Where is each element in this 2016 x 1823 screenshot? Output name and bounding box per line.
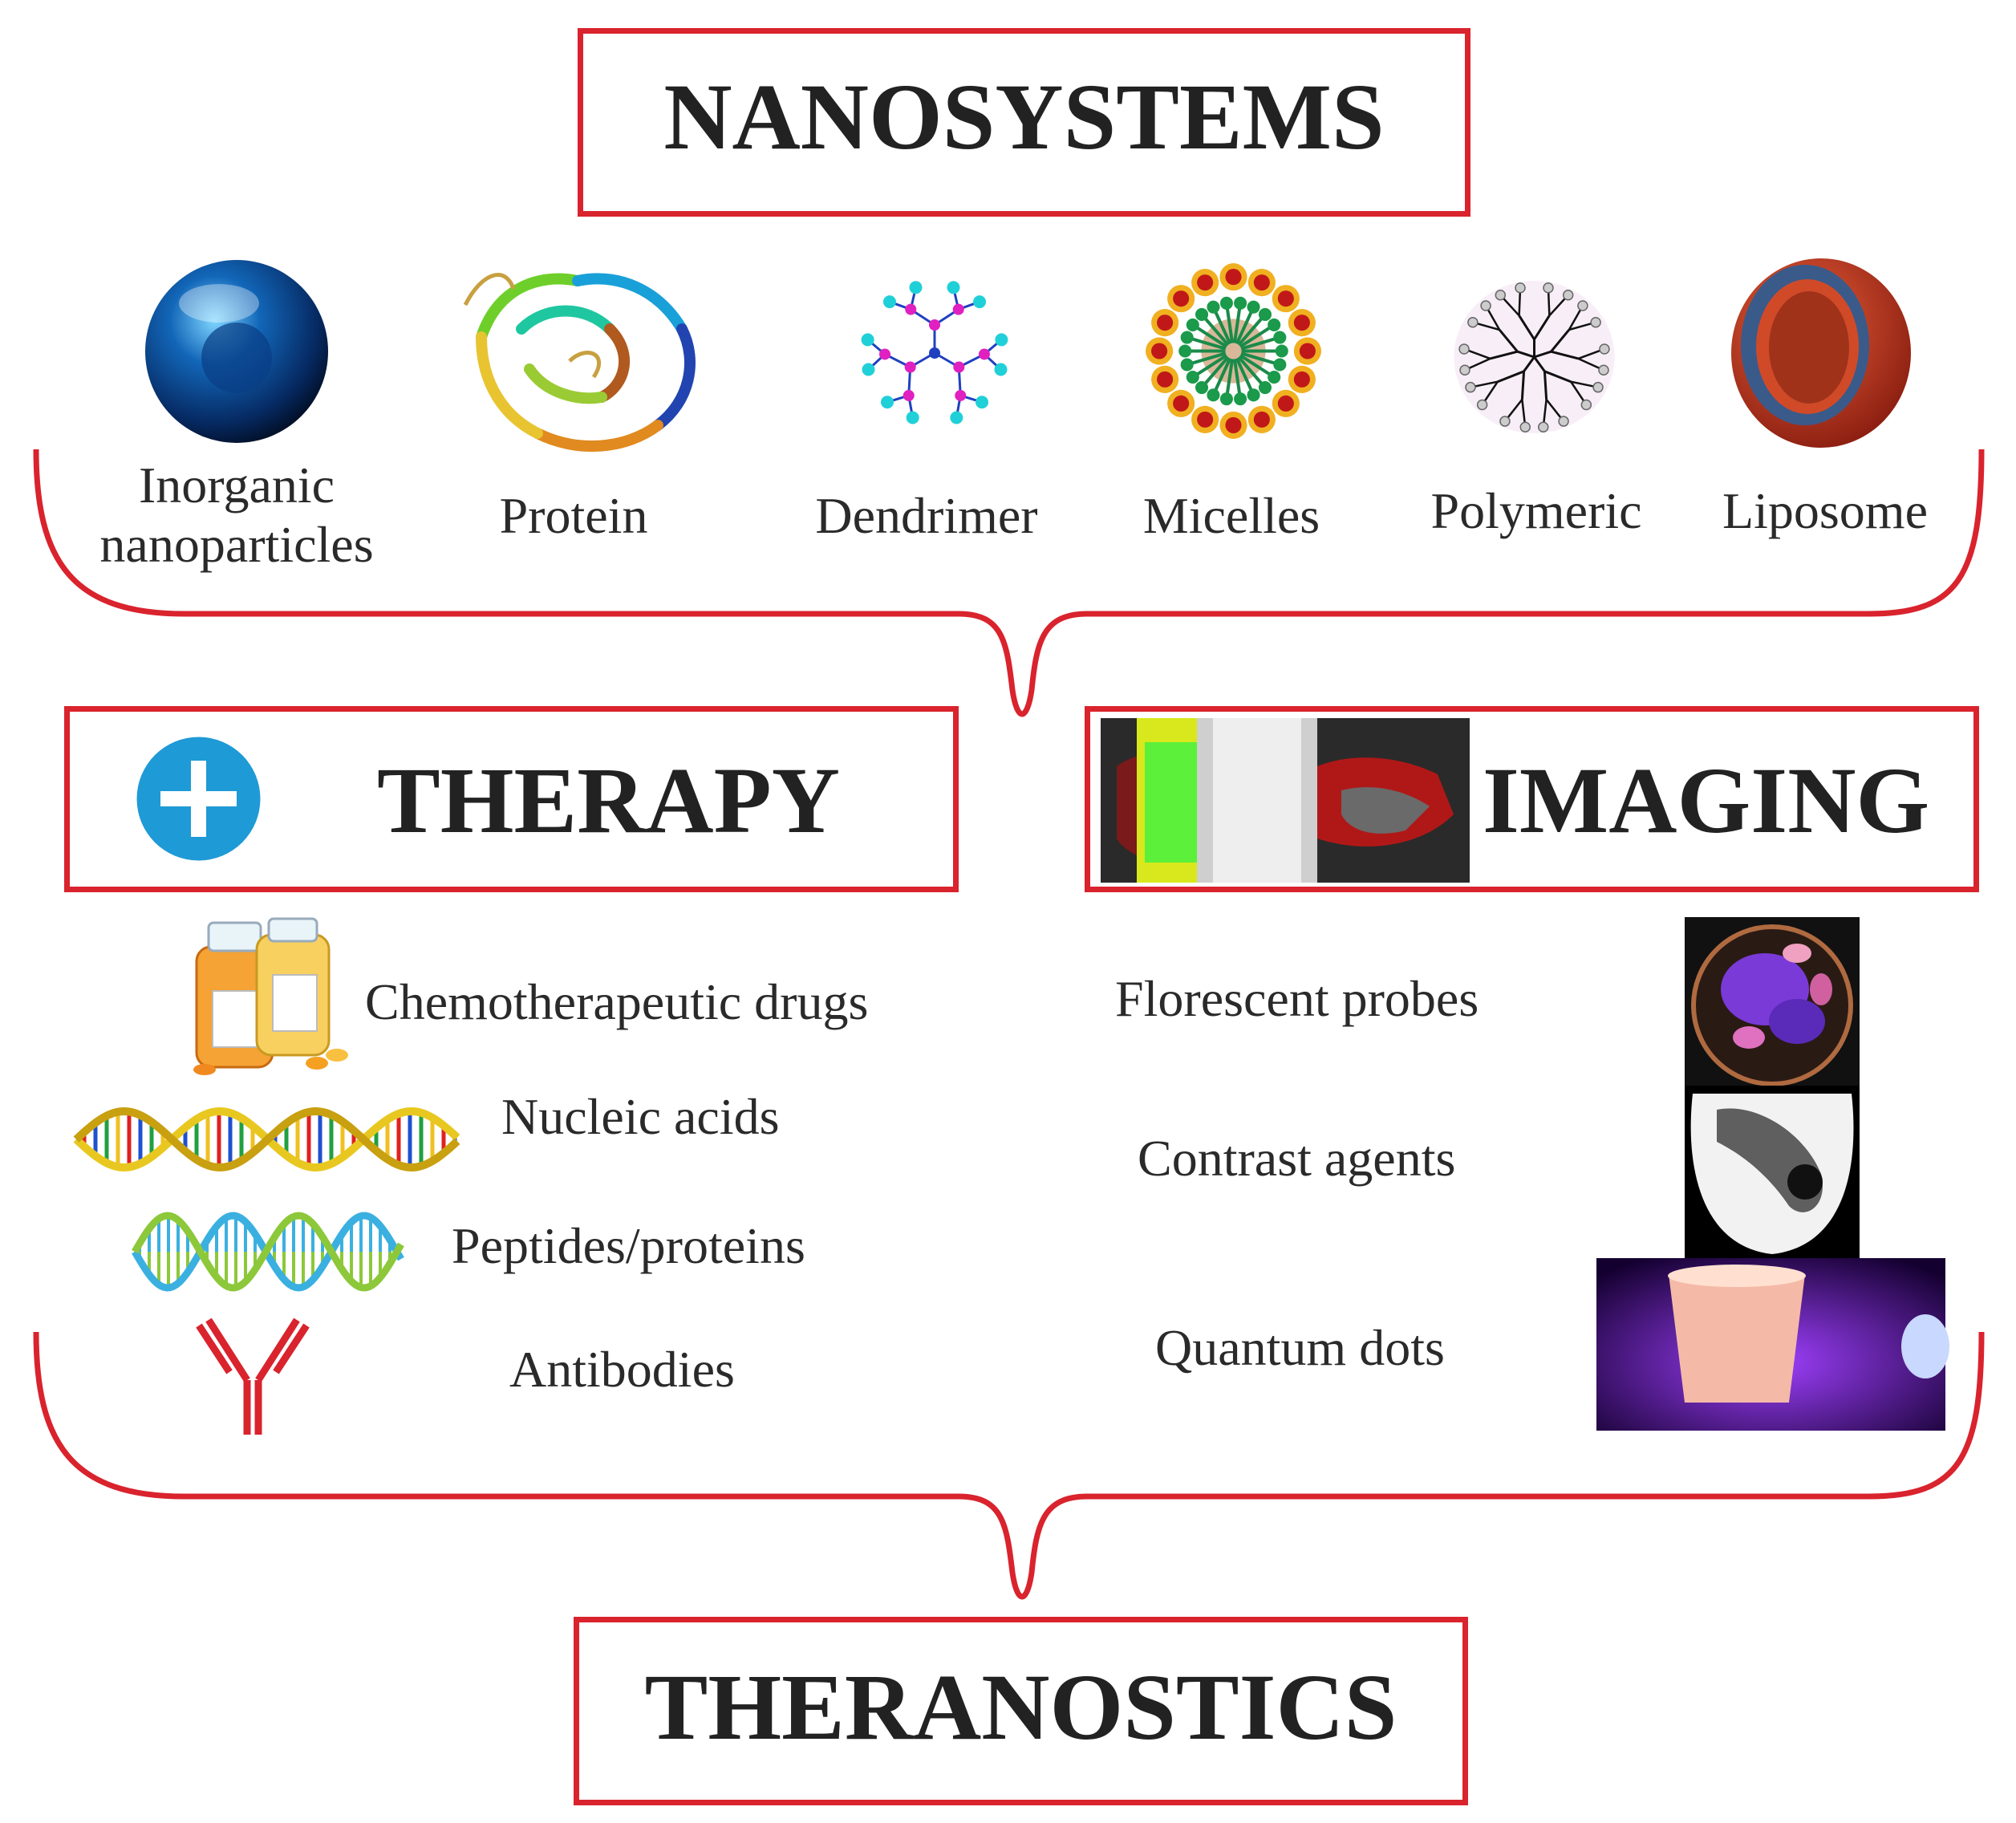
therapy-item-chemotherapeutic-drugs: Chemotherapeutic drugs bbox=[365, 973, 869, 1030]
mouse-imaging-image bbox=[1101, 718, 1470, 883]
imaging-item-quantum-dots: Quantum dots bbox=[1155, 1319, 1445, 1376]
dna-helix-icon bbox=[73, 1106, 460, 1172]
therapy-item-nucleic-acids: Nucleic acids bbox=[501, 1088, 780, 1145]
plus-circle-icon bbox=[136, 737, 261, 861]
therapy-title: THERAPY bbox=[377, 748, 840, 853]
antibody-icon bbox=[196, 1318, 310, 1435]
imaging-item-florescent-probes: Florescent probes bbox=[1115, 970, 1479, 1027]
nanosystem-label-dendrimer: Dendrimer bbox=[815, 487, 1038, 544]
double-helix-icon bbox=[132, 1212, 404, 1292]
nanosystem-label-protein: Protein bbox=[499, 487, 648, 544]
nanosystems-title: NANOSYSTEMS bbox=[663, 64, 1385, 169]
polymeric-icon bbox=[1454, 281, 1615, 433]
imaging-title: IMAGING bbox=[1483, 748, 1930, 853]
quantum-dots-image bbox=[1596, 1258, 1949, 1431]
micelle-icon bbox=[1146, 263, 1321, 439]
liposome-icon bbox=[1731, 258, 1911, 448]
protein-ribbon-icon bbox=[463, 273, 696, 452]
nanosystem-label-micelles: Micelles bbox=[1142, 487, 1320, 544]
fluorescence-dish-image bbox=[1685, 917, 1860, 1086]
imaging-item-contrast-agents: Contrast agents bbox=[1138, 1130, 1456, 1187]
nanosystem-label-inorganic: Inorganic nanoparticles bbox=[76, 456, 397, 574]
xray-image bbox=[1685, 1086, 1860, 1258]
therapy-item-peptides-proteins: Peptides/proteins bbox=[452, 1217, 805, 1274]
therapy-item-antibodies: Antibodies bbox=[509, 1341, 735, 1398]
dendrimer-icon bbox=[861, 281, 1008, 424]
nanosystem-label-inorganic-line1: Inorganic bbox=[138, 457, 335, 514]
nanosystem-label-inorganic-line2: nanoparticles bbox=[99, 515, 374, 573]
theranostics-title: THERANOSTICS bbox=[644, 1655, 1397, 1760]
theranostics-box bbox=[574, 1617, 1468, 1805]
nanosystem-label-liposome: Liposome bbox=[1722, 482, 1928, 539]
pill-bottles-icon bbox=[193, 917, 348, 1075]
blue-sphere-icon bbox=[145, 260, 328, 443]
nanosystems-box bbox=[578, 28, 1470, 217]
nanosystem-label-polymeric: Polymeric bbox=[1430, 482, 1642, 539]
